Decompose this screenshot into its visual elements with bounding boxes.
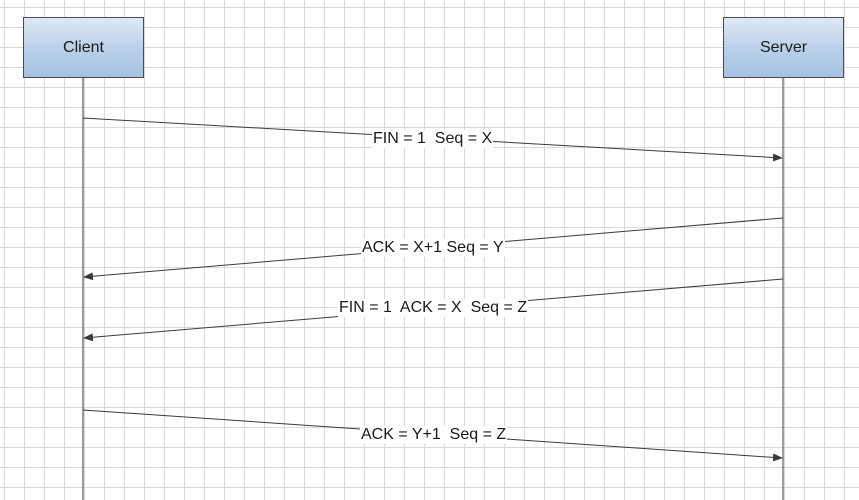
message-label-4: ACK = Y+1 Seq = Z — [360, 426, 508, 444]
server-actor-label: Server — [759, 38, 808, 56]
server-actor-box[interactable]: Server — [723, 17, 844, 78]
message-label-3: FIN = 1 ACK = X Seq = Z — [338, 299, 529, 317]
message-label-2: ACK = X+1 Seq = Y — [361, 239, 505, 257]
client-actor-box[interactable]: Client — [23, 17, 144, 78]
client-actor-label: Client — [63, 38, 104, 56]
message-label-1: FIN = 1 Seq = X — [372, 130, 494, 148]
